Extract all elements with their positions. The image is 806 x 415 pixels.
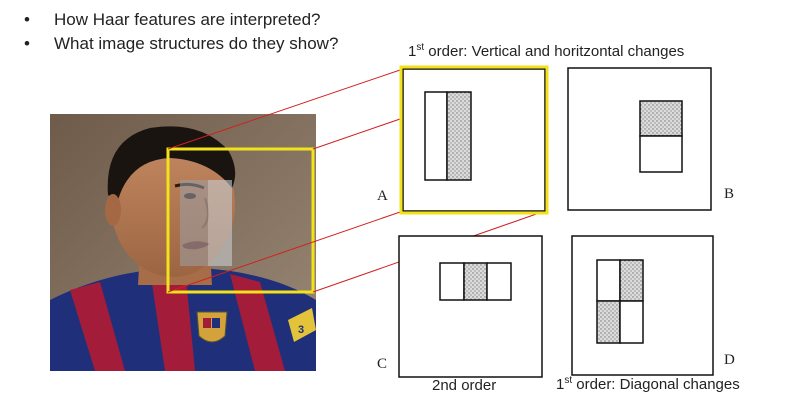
feature-shaded-rect xyxy=(463,262,488,301)
panel-letter-d: D xyxy=(724,352,735,368)
feature-shaded-rect xyxy=(639,100,683,137)
svg-text:3: 3 xyxy=(298,324,304,336)
panel-d xyxy=(571,235,714,376)
feature-shaded-rect xyxy=(619,259,644,302)
caption-second-order: 2nd order xyxy=(432,377,497,394)
face-region-highlight xyxy=(166,147,315,294)
panel-letter-b: B xyxy=(724,186,735,202)
panel-letter-a: A xyxy=(377,188,388,204)
feature-white-rect xyxy=(639,135,683,173)
feature-white-rect xyxy=(619,300,644,344)
player-photo: 3 xyxy=(50,114,316,371)
feature-shaded-rect xyxy=(446,91,472,181)
bullet-list: How Haar features are interpreted? What … xyxy=(24,8,338,56)
caption-first-order-vertical-horizontal: 1st order: Vertical and horitzontal chan… xyxy=(408,42,685,60)
panel-c xyxy=(398,235,543,378)
feature-white-rect xyxy=(424,91,448,181)
feature-white-rect xyxy=(439,262,465,301)
feature-white-rect xyxy=(486,262,512,301)
caption-first-order-diagonal: 1st order: Diagonal changes xyxy=(556,375,740,393)
panel-a xyxy=(399,65,549,215)
feature-shaded-rect xyxy=(596,300,621,344)
bullet-item: What image structures do they show? xyxy=(24,32,338,56)
feature-white-rect xyxy=(596,259,621,302)
club-crest-icon xyxy=(196,311,228,343)
panel-letter-c: C xyxy=(377,356,388,372)
panel-b xyxy=(567,67,712,211)
bullet-item: How Haar features are interpreted? xyxy=(24,8,338,32)
captain-armband-icon: 3 xyxy=(288,308,316,342)
